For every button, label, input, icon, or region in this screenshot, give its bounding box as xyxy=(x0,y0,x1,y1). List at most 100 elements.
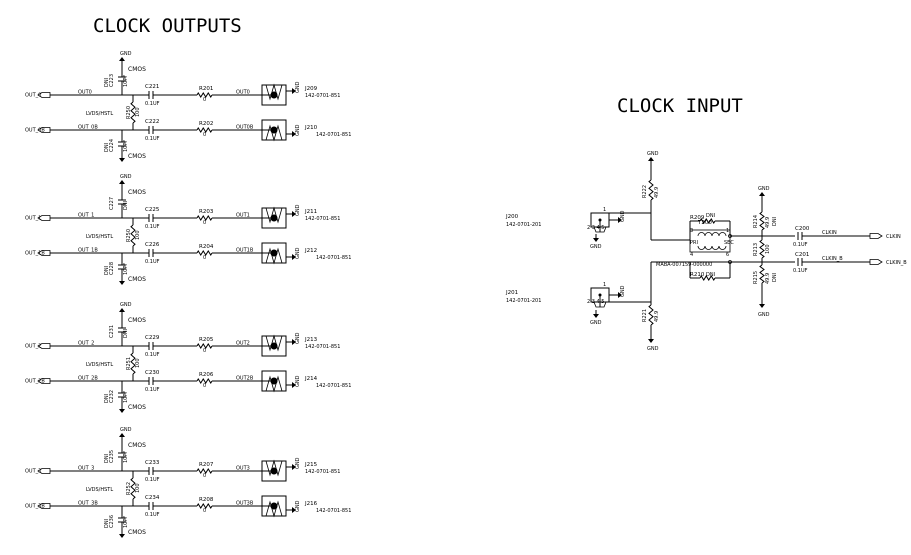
ground-triangle xyxy=(593,314,599,318)
edge-sma-connector: GND xyxy=(261,495,301,518)
termination-resistor xyxy=(130,101,136,124)
connector-part: 142-0701-851 xyxy=(316,508,351,514)
net-label: OUT0 xyxy=(78,90,92,96)
ground-symbol xyxy=(759,300,765,308)
capacitor-c201 xyxy=(797,258,803,266)
resistor-ref: R209 xyxy=(690,215,705,221)
connector-shield-lines xyxy=(265,206,283,224)
resistor-ref: R215 xyxy=(753,271,759,284)
gnd-label: GND xyxy=(120,51,132,57)
gnd-label: GND xyxy=(590,244,602,250)
ground-triangle xyxy=(119,409,125,413)
pin-numbers: 2 3 4 5 xyxy=(587,299,605,305)
lvds-label: LVDS/HSTL xyxy=(86,487,113,493)
resistor-value: 49.9 xyxy=(654,187,660,198)
cap-dni: DNI xyxy=(104,266,110,275)
ground-triangle xyxy=(119,308,125,312)
transformer-coil xyxy=(711,245,720,250)
net-label: OUT_1 xyxy=(78,213,94,219)
connector-part: 142-0701-851 xyxy=(305,469,340,475)
cap-ref: C224 xyxy=(109,139,115,152)
ground-triangle xyxy=(292,507,296,513)
lvds-label: LVDS/HSTL xyxy=(86,111,113,117)
term-resistor-ref: R252 xyxy=(126,482,132,495)
gnd-label: GND xyxy=(295,457,301,469)
resistor-value: 49.9 xyxy=(765,217,771,228)
ground-triangle xyxy=(119,281,125,285)
net-label: OUT0B xyxy=(236,125,254,131)
series-capacitor xyxy=(148,126,154,134)
clock-input-title: CLOCK INPUT xyxy=(617,95,743,117)
port-arrow xyxy=(869,233,883,239)
cmos-label: CMOS xyxy=(128,404,146,411)
edge-sma-connector: GND xyxy=(261,204,301,229)
port-label: CLKIN_B xyxy=(886,260,907,266)
cmos-label: CMOS xyxy=(128,189,146,196)
dni-label: DNI xyxy=(772,273,778,282)
net-label: OUT_0B xyxy=(78,125,98,131)
net-label: OUT_1B xyxy=(78,248,98,254)
ground-triangle xyxy=(292,131,296,137)
transformer-coil xyxy=(718,245,727,250)
resistor-r210 xyxy=(699,275,716,281)
cap-value: 10PF xyxy=(123,391,129,403)
gnd-label: GND xyxy=(647,151,659,157)
dni-label: DNI xyxy=(706,213,715,219)
connector-center-pin xyxy=(270,377,278,385)
connector-center-pin xyxy=(270,502,278,510)
cap-value: 0.1UF xyxy=(145,224,160,230)
cap-ref: C228 xyxy=(109,262,115,275)
pin-number: 1 xyxy=(726,228,729,234)
input-sma-connector-top: GND xyxy=(590,210,626,233)
series-capacitor xyxy=(148,342,154,350)
net-label: OUT2B xyxy=(236,376,254,382)
ground-triangle xyxy=(292,339,296,345)
cap-value: 0.1UF xyxy=(145,512,160,518)
transformer-coil xyxy=(697,232,706,237)
connector-ref: J201 xyxy=(505,290,518,296)
connector-ref: J210 xyxy=(304,125,318,131)
cap-value: 0.1UF xyxy=(145,101,160,107)
series-capacitor xyxy=(148,377,154,385)
connector-shield-lines xyxy=(265,459,283,477)
gnd-label: GND xyxy=(120,302,132,308)
connector-ref: J215 xyxy=(304,462,318,468)
resistor-r213 xyxy=(759,239,765,259)
net-label: OUT1B xyxy=(236,248,254,254)
transformer-coil xyxy=(704,232,713,237)
resistor-r222 xyxy=(648,179,654,201)
series-capacitor xyxy=(148,249,154,257)
cap-value: 10PF xyxy=(123,451,129,463)
net-label: OUT_2B xyxy=(78,376,98,382)
cap-ref: C230 xyxy=(145,370,160,376)
connector-center-pin xyxy=(270,91,278,99)
resistor-value: 0 xyxy=(203,220,206,226)
cap-ref: C229 xyxy=(145,335,160,341)
ground-symbol xyxy=(119,308,125,316)
series-capacitor xyxy=(148,91,154,99)
term-resistor-value: 100 xyxy=(135,230,141,240)
ground-symbol xyxy=(119,433,125,441)
resistor-ref: R222 xyxy=(642,185,648,198)
net-label: OUT_2 xyxy=(78,341,94,347)
connector-part: 142-0701-851 xyxy=(305,344,340,350)
output-port-label: OUT_3 xyxy=(25,469,41,475)
cmos-label: CMOS xyxy=(128,153,146,160)
cap-ref: C234 xyxy=(145,495,160,501)
transformer-coil xyxy=(711,232,720,237)
cap-value: 0.1UF xyxy=(145,259,160,265)
connector-ref: J209 xyxy=(304,86,318,92)
gnd-label: GND xyxy=(120,174,132,180)
edge-sma-connector: GND xyxy=(261,242,301,265)
ground-triangle xyxy=(119,534,125,538)
gnd-label: GND xyxy=(758,186,770,192)
series-resistor xyxy=(196,92,213,98)
cap-value: 0.1UF xyxy=(793,268,808,274)
ground-triangle xyxy=(292,464,296,470)
cmos-label: CMOS xyxy=(128,66,146,73)
connector-ref: J212 xyxy=(304,248,317,254)
connector-center-pin xyxy=(270,467,278,475)
